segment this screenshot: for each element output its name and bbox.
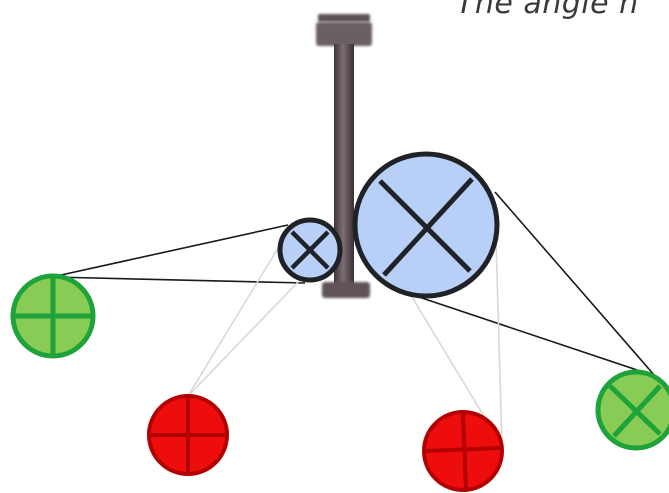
rope-right-lower (392, 288, 655, 376)
red-weight-icon (149, 396, 227, 474)
rope-red-left-a (188, 240, 283, 396)
rope-red-left-b (188, 280, 300, 396)
red-weight-icon (424, 412, 502, 490)
rope-left-upper (52, 225, 288, 277)
rope-red-right-b (496, 240, 502, 446)
small-pulley-icon (280, 220, 340, 280)
large-pulley-icon (355, 154, 497, 296)
green-weight-icon (598, 372, 669, 448)
green-weight-icon (13, 276, 93, 356)
rope-left-lower (52, 277, 305, 283)
